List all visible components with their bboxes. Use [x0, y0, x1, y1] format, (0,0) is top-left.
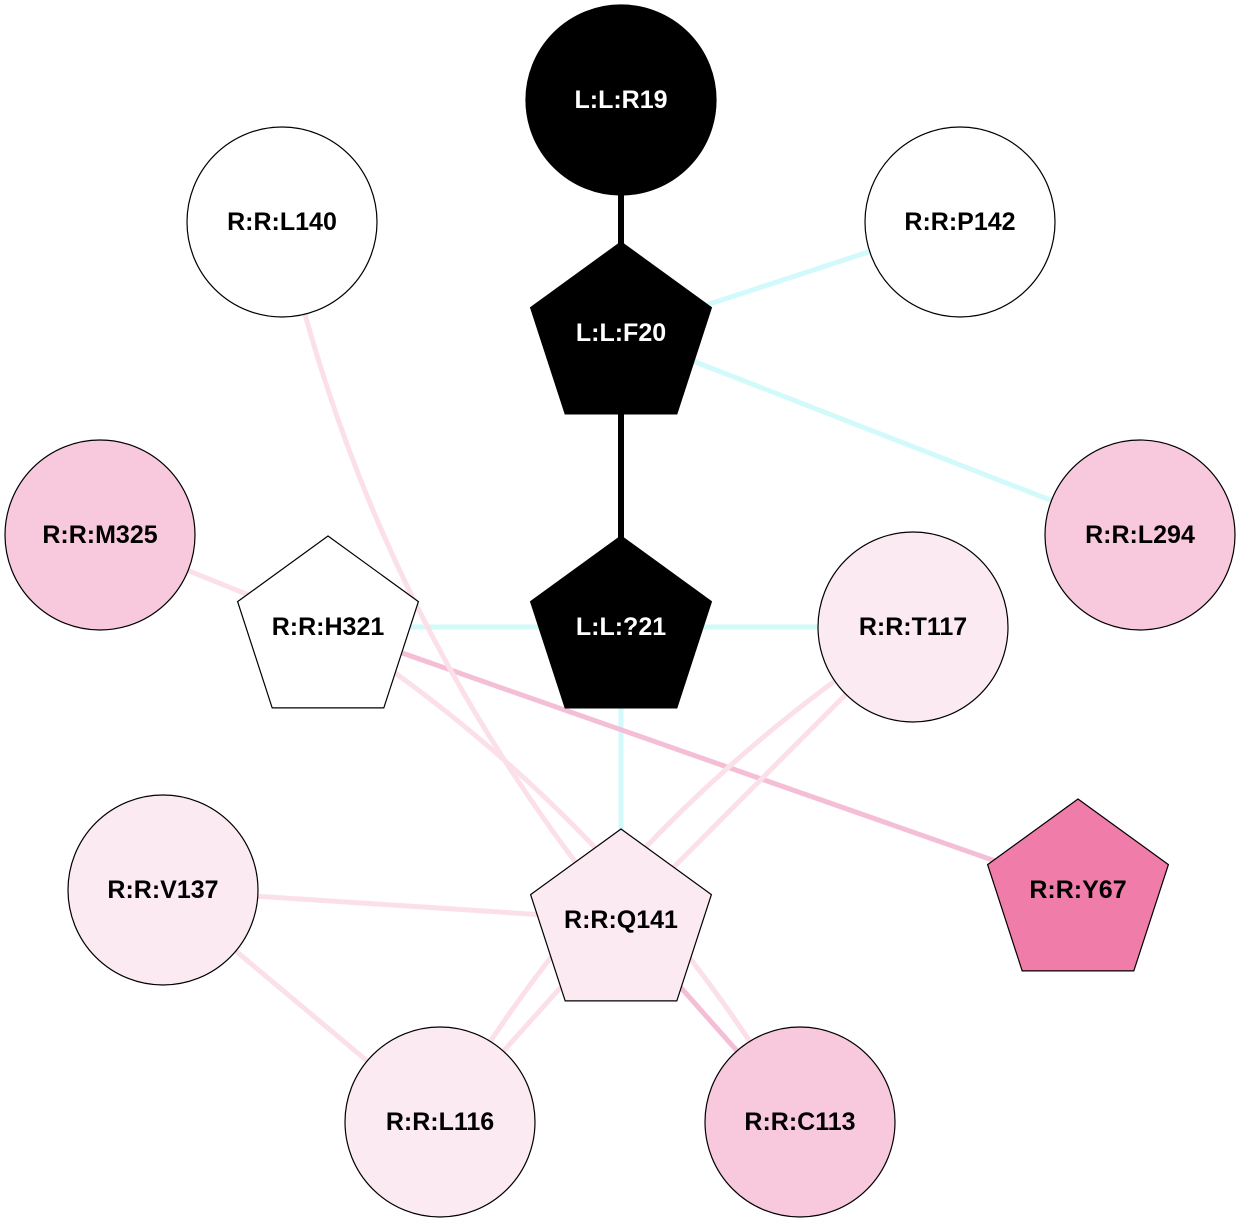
node-label: R:R:L294	[1085, 521, 1195, 549]
node-label: L:L:F20	[576, 319, 666, 347]
node-label: R:R:Q141	[564, 906, 678, 934]
edge-r-r-t117-to-r-r-l116	[437, 624, 915, 1124]
node-circle	[864, 126, 1056, 318]
node-pentagon	[529, 241, 713, 415]
node-circle	[817, 531, 1009, 723]
node-r-r-q141: R:R:Q141	[529, 828, 713, 1002]
node-label: R:R:M325	[42, 521, 157, 549]
node-pentagon	[236, 535, 420, 709]
node-label: R:R:C113	[744, 1108, 855, 1136]
node-r-r-l116: R:R:L116	[344, 1026, 536, 1218]
node-label: R:R:P142	[904, 208, 1015, 236]
node-label: R:R:L116	[386, 1108, 494, 1136]
node-l-l-21: L:L:?21	[529, 535, 713, 709]
node-label: R:R:L140	[227, 208, 337, 236]
node-r-r-y67: R:R:Y67	[986, 798, 1170, 972]
node-label: R:R:Y67	[1029, 876, 1126, 904]
node-circle	[525, 4, 717, 196]
node-circle	[704, 1026, 896, 1218]
node-r-r-p142: R:R:P142	[864, 126, 1056, 318]
node-circle	[344, 1026, 536, 1218]
edge-r-r-h321-to-r-r-c113	[326, 624, 803, 1124]
node-circle	[1044, 439, 1236, 631]
node-label: R:R:V137	[107, 876, 218, 904]
node-pentagon	[529, 828, 713, 1002]
node-r-r-v137: R:R:V137	[67, 794, 259, 986]
node-r-r-t117: R:R:T117	[817, 531, 1009, 723]
node-label: L:L:R19	[574, 86, 667, 114]
node-label: L:L:?21	[576, 613, 666, 641]
node-r-r-h321: R:R:H321	[236, 535, 420, 709]
node-label: R:R:H321	[272, 613, 385, 641]
node-pentagon	[529, 535, 713, 709]
node-r-r-l140: R:R:L140	[186, 126, 378, 318]
node-r-r-m325: R:R:M325	[4, 439, 196, 631]
node-l-l-r19: L:L:R19	[525, 4, 717, 196]
node-pentagon	[986, 798, 1170, 972]
node-r-r-c113: R:R:C113	[704, 1026, 896, 1218]
edge-r-r-l140-to-r-r-q141	[279, 221, 623, 922]
node-l-l-f20: L:L:F20	[529, 241, 713, 415]
node-circle	[186, 126, 378, 318]
node-circle	[67, 794, 259, 986]
node-label: R:R:T117	[859, 613, 967, 641]
node-r-r-l294: R:R:L294	[1044, 439, 1236, 631]
node-circle	[4, 439, 196, 631]
